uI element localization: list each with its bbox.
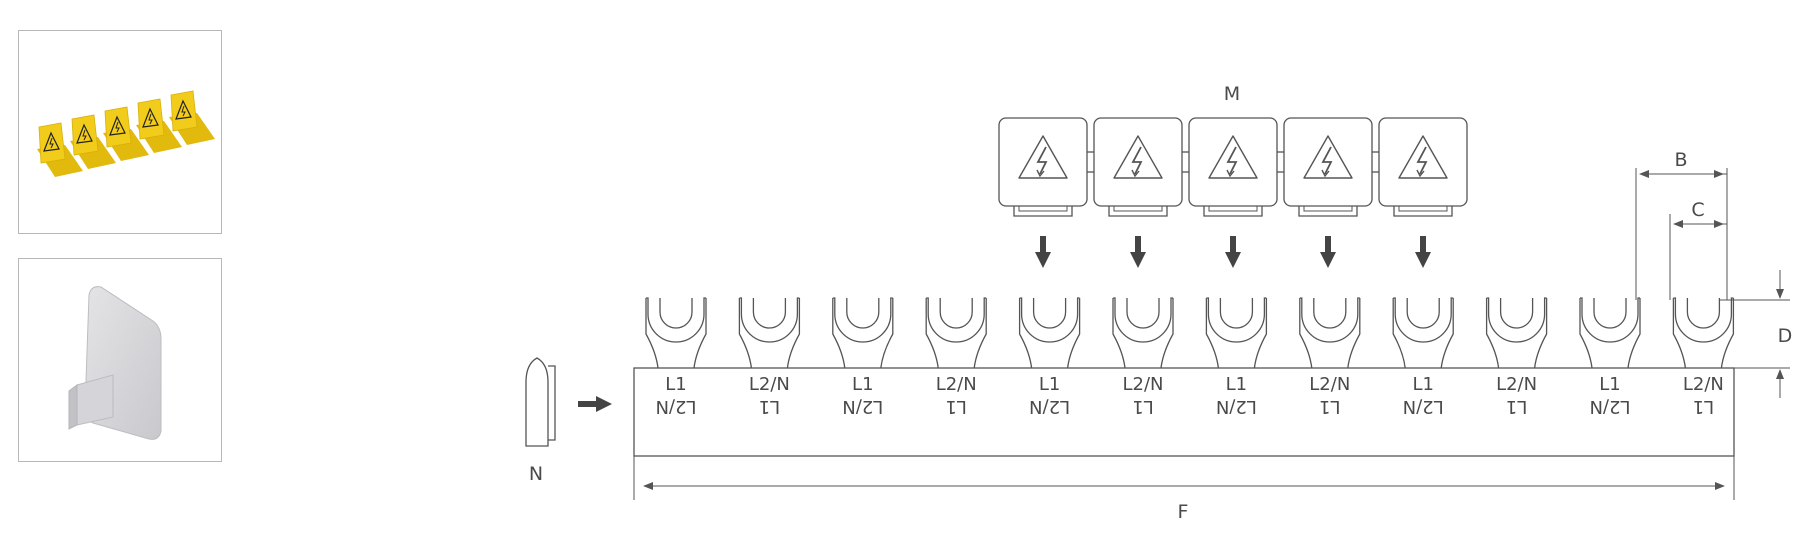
dimension-label-f: F: [1178, 501, 1189, 523]
yellow-cover-piece: [103, 106, 149, 161]
dimension-label-b: B: [1674, 149, 1687, 171]
fork-terminal: [1205, 297, 1268, 369]
dimension-label-n: N: [529, 463, 543, 485]
down-arrow: [1130, 236, 1146, 268]
phase-label-top: L1: [1226, 374, 1247, 395]
phase-label-bottom: L1: [1319, 396, 1340, 417]
fork-terminal: [925, 297, 987, 369]
end-cap-outline: [525, 357, 556, 447]
thumbnail-end-cap: [18, 258, 222, 462]
fork-terminal: [1672, 297, 1735, 369]
high-voltage-warning-icon: [1113, 135, 1163, 179]
shock-protection-cover: [1283, 117, 1379, 217]
down-arrow: [1415, 236, 1431, 268]
yellow-cover-piece: [70, 114, 116, 169]
phase-label-bottom: L1: [945, 396, 966, 417]
down-arrow: [1320, 236, 1336, 268]
shock-protection-cover: [1188, 117, 1284, 217]
down-arrow: [1225, 236, 1241, 268]
phase-label-bottom: L2/N: [655, 396, 696, 417]
phase-label-top: L1: [1039, 374, 1060, 395]
phase-label-bottom: L2/N: [1589, 396, 1630, 417]
fork-terminal: [1299, 297, 1361, 369]
high-voltage-warning-icon: [1303, 135, 1353, 179]
phase-label-bottom: L1: [1132, 396, 1153, 417]
phase-label-top: L2/N: [1309, 374, 1350, 395]
dimension-label-m: M: [1224, 83, 1240, 105]
phase-label-bottom: L2/N: [1403, 396, 1444, 417]
yellow-cover-piece: [136, 98, 182, 153]
yellow-cover-piece: [37, 122, 83, 177]
fork-terminal: [645, 297, 707, 369]
thumbnail-yellow-covers: [18, 30, 222, 234]
phase-label-top: L1: [852, 374, 873, 395]
yellow-cover-piece: [169, 90, 215, 145]
high-voltage-warning-icon: [1398, 135, 1448, 179]
shock-protection-cover: [998, 117, 1094, 217]
end-cap-image: [68, 286, 162, 440]
fork-terminal: [1018, 297, 1081, 369]
phase-label-bottom: L1: [1693, 396, 1714, 417]
phase-label-bottom: L1: [1506, 396, 1527, 417]
dimension-label-c: C: [1691, 199, 1704, 221]
busbar-body: [633, 367, 1735, 457]
phase-label-top: L2/N: [936, 374, 977, 395]
insert-arrow: [578, 396, 612, 412]
shock-protection-cover: [1378, 117, 1468, 217]
fork-terminal: [1579, 297, 1641, 369]
down-arrow: [1035, 236, 1051, 268]
dimension-label-d: D: [1778, 325, 1793, 347]
high-voltage-warning-icon: [1208, 135, 1258, 179]
phase-label-top: L1: [665, 374, 686, 395]
phase-label-bottom: L2/N: [1216, 396, 1257, 417]
high-voltage-warning-icon: [1018, 135, 1068, 179]
fork-terminal: [1485, 297, 1548, 369]
phase-label-top: L1: [1412, 374, 1433, 395]
fork-terminal: [738, 297, 801, 369]
fork-terminal: [1392, 297, 1454, 369]
phase-label-top: L2/N: [1496, 374, 1537, 395]
yellow-covers-image: [37, 90, 215, 177]
fork-terminal: [832, 297, 894, 369]
phase-label-bottom: L1: [759, 396, 780, 417]
phase-label-bottom: L2/N: [842, 396, 883, 417]
phase-label-top: L2/N: [749, 374, 790, 395]
fork-terminal: [1112, 297, 1174, 369]
phase-label-top: L2/N: [1683, 374, 1724, 395]
phase-label-bottom: L2/N: [1029, 396, 1070, 417]
phase-label-top: L2/N: [1122, 374, 1163, 395]
shock-protection-cover: [1093, 117, 1189, 217]
phase-label-top: L1: [1599, 374, 1620, 395]
